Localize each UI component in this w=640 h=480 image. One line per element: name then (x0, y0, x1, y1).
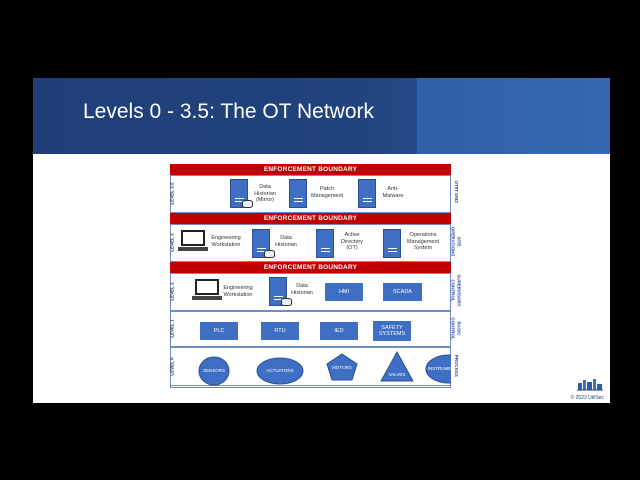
patch-management-server-icon (289, 179, 307, 208)
active-directory-server-icon (316, 229, 334, 258)
ied-box: IED (320, 322, 358, 340)
engineering-workstation-icon (195, 279, 219, 295)
level-2-label: LEVEL 2 (169, 282, 175, 301)
plc-box: PLC (200, 322, 238, 340)
copyright-text: © 2023 UtilSec (570, 395, 604, 401)
hmi-box: HMI (325, 283, 363, 301)
instrumentation-ellipse (425, 354, 451, 384)
slide-title: Levels 0 - 3.5: The OT Network (83, 100, 375, 123)
level-1-row (170, 311, 451, 347)
slide: Levels 0 - 3.5: The OT Network ENFORCEME… (33, 78, 610, 403)
database-icon (242, 200, 253, 208)
database-icon (281, 298, 292, 306)
workstation-keyboard-icon (192, 296, 222, 300)
level-0-shapes (198, 350, 451, 386)
enforcement-boundary-3: ENFORCEMENT BOUNDARY (170, 262, 451, 273)
anti-malware-server-icon (358, 179, 376, 208)
anti-malware-label: Anti-Malware (382, 186, 404, 199)
valves-triangle (380, 350, 414, 382)
valves-label: VALVES (388, 372, 406, 377)
level-2-row (170, 273, 451, 311)
enforcement-boundary-2: ENFORCEMENT BOUNDARY (170, 213, 451, 224)
diagram-frame (170, 164, 451, 388)
banner-accent (417, 78, 610, 154)
level-3-label: LEVEL 3 (169, 233, 175, 252)
motors-pentagon (326, 353, 358, 381)
engineering-workstation-icon (181, 230, 205, 246)
level-1-label: LEVEL 1 (169, 319, 175, 338)
level-3-5-row (170, 175, 451, 213)
workstation-keyboard-icon (178, 247, 208, 251)
level-3-row (170, 224, 451, 262)
actuators-ellipse (256, 357, 304, 385)
scada-box: SCADA (383, 283, 422, 301)
database-icon (264, 250, 275, 258)
zone-dmz-label: OT/IT DMZ (453, 180, 459, 204)
sensors-circle (198, 356, 230, 386)
rtu-box: RTU (261, 322, 299, 340)
enforcement-boundary-1: ENFORCEMENT BOUNDARY (170, 164, 451, 175)
level-3-5-label: LEVEL 3.5 (169, 182, 175, 205)
instrumentation-label: INSTRUMENTATION (427, 366, 471, 371)
actuators-label: ACTUATORS (266, 368, 294, 373)
sensors-label: SENSORS (202, 368, 225, 373)
utilsec-logo-icon (577, 379, 603, 391)
motors-label: MOTORS (332, 365, 352, 370)
operations-management-server-icon (383, 229, 401, 258)
